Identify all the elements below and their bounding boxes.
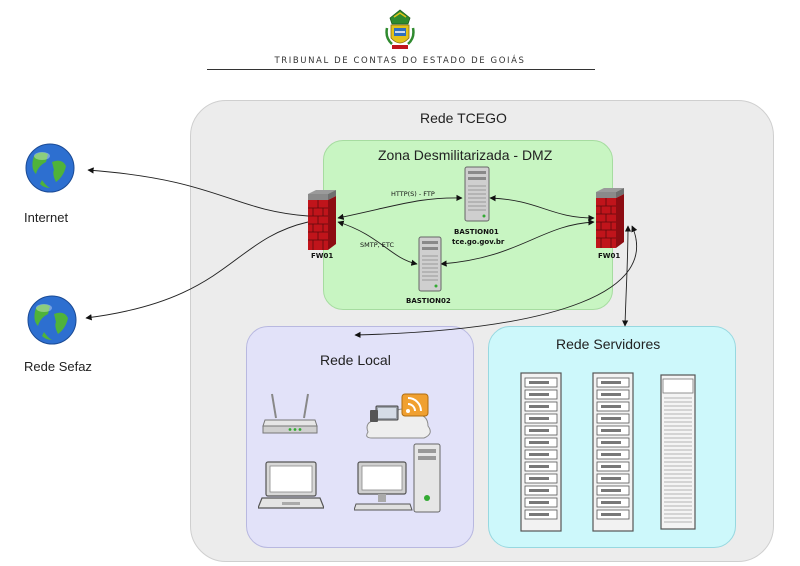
server-rack-1-icon bbox=[520, 372, 562, 539]
rede-sefaz-globe-icon bbox=[26, 294, 78, 351]
link-fw01r-servidores bbox=[622, 225, 632, 327]
bastion01-label: BASTION01 bbox=[454, 228, 499, 236]
firewall-right-icon bbox=[596, 188, 624, 253]
bastion02-label: BASTION02 bbox=[406, 297, 451, 305]
link-bastion01-fw01r bbox=[489, 195, 595, 222]
tce-logo bbox=[384, 8, 416, 52]
link-smtp-label: SMTP, ETC bbox=[360, 241, 394, 249]
bastion02-server-icon bbox=[418, 236, 442, 297]
fw01-left-label: FW01 bbox=[311, 252, 334, 260]
zone-rede-tcego-label: Rede TCEGO bbox=[420, 110, 507, 126]
zone-dmz-label: Zona Desmilitarizada - DMZ bbox=[378, 147, 553, 163]
organization-name: TRIBUNAL DE CONTAS DO ESTADO DE GOIÁS bbox=[274, 56, 526, 66]
server-cabinet-icon bbox=[660, 374, 696, 537]
laptop-icon bbox=[257, 460, 325, 517]
link-fw01-bastion01 bbox=[337, 194, 463, 220]
desktop-computer-icon bbox=[353, 442, 446, 519]
link-sefaz-fw01 bbox=[85, 221, 309, 321]
link-http-ftp-label: HTTP(S) - FTP bbox=[391, 190, 435, 198]
firewall-left-icon bbox=[308, 190, 336, 255]
link-internet-fw01 bbox=[87, 167, 309, 217]
bastion01-host-label: tce.go.gov.br bbox=[452, 238, 505, 246]
fw01-right-label: FW01 bbox=[598, 252, 621, 260]
bastion01-server-icon bbox=[464, 166, 490, 227]
router-icon bbox=[262, 392, 318, 441]
zone-rede-servidores-label: Rede Servidores bbox=[556, 336, 661, 352]
header-divider bbox=[207, 69, 595, 70]
internet-globe-icon bbox=[24, 142, 76, 199]
internet-label: Internet bbox=[24, 210, 69, 225]
zone-rede-local-label: Rede Local bbox=[320, 352, 391, 368]
link-fw01r-redelocal bbox=[354, 225, 638, 339]
wireless-devices-icon bbox=[362, 390, 436, 451]
server-rack-2-icon bbox=[592, 372, 634, 539]
rede-sefaz-label: Rede Sefaz bbox=[24, 359, 92, 374]
